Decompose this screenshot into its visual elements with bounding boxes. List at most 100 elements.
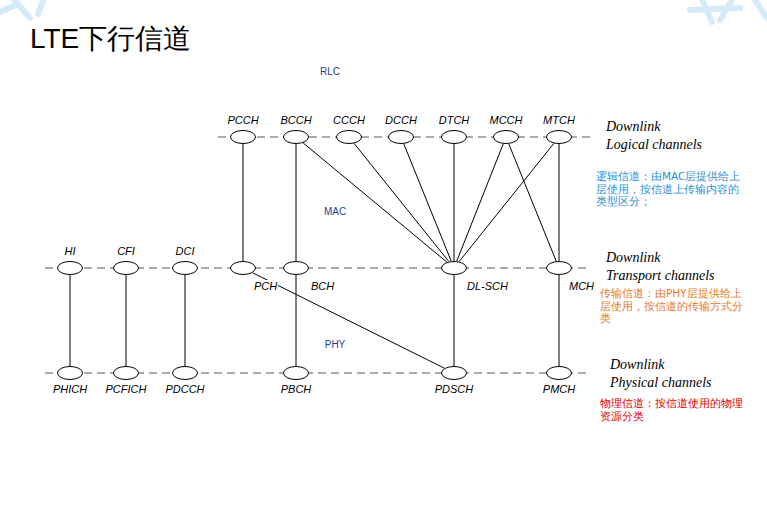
channel-name: HI: [64, 245, 77, 258]
channel-ellipse-shape: [58, 262, 83, 275]
channel-ellipse: [441, 130, 467, 144]
layer-name: RLC: [320, 66, 340, 77]
channel-ellipse-shape: [442, 262, 467, 275]
channel-name: PCFICH: [105, 383, 148, 396]
layer-name: MAC: [324, 206, 346, 217]
channel-node: MCCH: [493, 130, 519, 144]
channel-ellipse: [113, 366, 139, 380]
channel-ellipse-shape: [114, 367, 139, 380]
channel-node: PBCH: [283, 366, 309, 380]
channel-ellipse-shape: [114, 262, 139, 275]
channel-node: HI: [57, 261, 83, 275]
channel-mapping-line: [404, 144, 451, 261]
channel-name: MCH: [568, 280, 595, 293]
channel-ellipse: [57, 366, 83, 380]
channel-name: CFI: [116, 245, 136, 258]
note-text: 逻辑信道：由MAC层提供给上层使用，按信道上传输内容的类型区分；: [596, 170, 746, 208]
channel-name: DCCH: [384, 114, 418, 127]
channel-mapping-line: [457, 144, 504, 261]
level-caption: Downlink Logical channels: [606, 118, 705, 154]
channel-node: DTCH: [441, 130, 467, 144]
channel-mapping-line: [253, 273, 445, 368]
channel-mapping-line: [559, 144, 560, 261]
channel-ellipse: [172, 366, 198, 380]
channel-name: DL-SCH: [466, 280, 509, 293]
channel-name: PHICH: [52, 383, 88, 396]
level-caption: Downlink Transport channels: [606, 249, 717, 285]
channel-node: DL-SCH: [441, 261, 467, 275]
channel-ellipse-shape: [442, 367, 467, 380]
channel-node: PHICH: [57, 366, 83, 380]
channel-mapping-line: [185, 275, 186, 366]
channel-ellipse: [283, 366, 309, 380]
channel-mapping-line: [303, 143, 447, 262]
channel-ellipse: [283, 130, 309, 144]
channel-ellipse: [57, 261, 83, 275]
channel-ellipse: [493, 130, 519, 144]
channel-ellipse-shape: [547, 131, 572, 144]
channel-name: PCCH: [226, 114, 259, 127]
channel-ellipse-shape: [547, 367, 572, 380]
channel-ellipse-shape: [231, 131, 256, 144]
channel-mapping-line: [354, 143, 449, 261]
channel-name: PCH: [253, 280, 278, 293]
channel-ellipse-shape: [284, 262, 309, 275]
channel-ellipse-shape: [173, 367, 198, 380]
channel-node: PDCCH: [172, 366, 198, 380]
channel-node: BCH: [283, 261, 309, 275]
channel-mapping-line: [70, 275, 71, 366]
channel-node: PCH: [230, 261, 256, 275]
channel-mapping-line: [243, 144, 244, 261]
channel-mapping-line: [459, 143, 554, 261]
channel-level-line: [45, 137, 590, 373]
channel-ellipse: [388, 130, 414, 144]
channel-node: MTCH: [546, 130, 572, 144]
channel-mapping-line: [454, 144, 455, 261]
channel-mapping-line: [454, 275, 455, 366]
channel-mapping-line: [126, 275, 127, 366]
channel-ellipse: [230, 261, 256, 275]
layer-name: PHY: [325, 339, 346, 350]
channel-name: PDSCH: [434, 383, 475, 396]
channel-ellipse-shape: [284, 367, 309, 380]
note-text: 物理信道：按信道使用的物理资源分类: [600, 397, 750, 422]
channel-node: PMCH: [546, 366, 572, 380]
channel-name: PDCCH: [164, 383, 205, 396]
channel-ellipse-shape: [442, 131, 467, 144]
channel-ellipse: [230, 130, 256, 144]
channel-node: BCCH: [283, 130, 309, 144]
channel-ellipse: [172, 261, 198, 275]
channel-ellipse: [283, 261, 309, 275]
channel-node: MCH: [546, 261, 572, 275]
channel-ellipse-shape: [173, 262, 198, 275]
note-text: 传输信道：由PHY层提供给上层使用，按信道的传输方式分类: [600, 287, 750, 325]
channel-ellipse-shape: [547, 262, 572, 275]
channel-name: BCCH: [279, 114, 312, 127]
channel-mapping-line: [559, 275, 560, 366]
channel-mapping-line: [509, 144, 556, 261]
channel-node: PDSCH: [441, 366, 467, 380]
channel-node: CCCH: [336, 130, 362, 144]
channel-ellipse: [546, 130, 572, 144]
channel-ellipse: [113, 261, 139, 275]
channel-ellipse-shape: [58, 367, 83, 380]
channel-ellipse: [336, 130, 362, 144]
snowflake-decoration: [0, 0, 767, 22]
channel-ellipse: [546, 366, 572, 380]
level-caption: Downlink Physical channels: [610, 356, 714, 392]
page-title: LTE下行信道: [30, 22, 191, 56]
channel-node: PCCH: [230, 130, 256, 144]
channel-ellipse-shape: [337, 131, 362, 144]
channel-ellipse: [441, 261, 467, 275]
channel-ellipse-shape: [284, 131, 309, 144]
channel-node: DCI: [172, 261, 198, 275]
channel-mapping-line: [296, 144, 297, 261]
channel-name: DCI: [175, 245, 196, 258]
channel-ellipse-shape: [494, 131, 519, 144]
channel-ellipse: [441, 366, 467, 380]
channel-node: DCCH: [388, 130, 414, 144]
channel-ellipse: [546, 261, 572, 275]
channel-name: MCCH: [489, 114, 524, 127]
channel-ellipse-shape: [389, 131, 414, 144]
